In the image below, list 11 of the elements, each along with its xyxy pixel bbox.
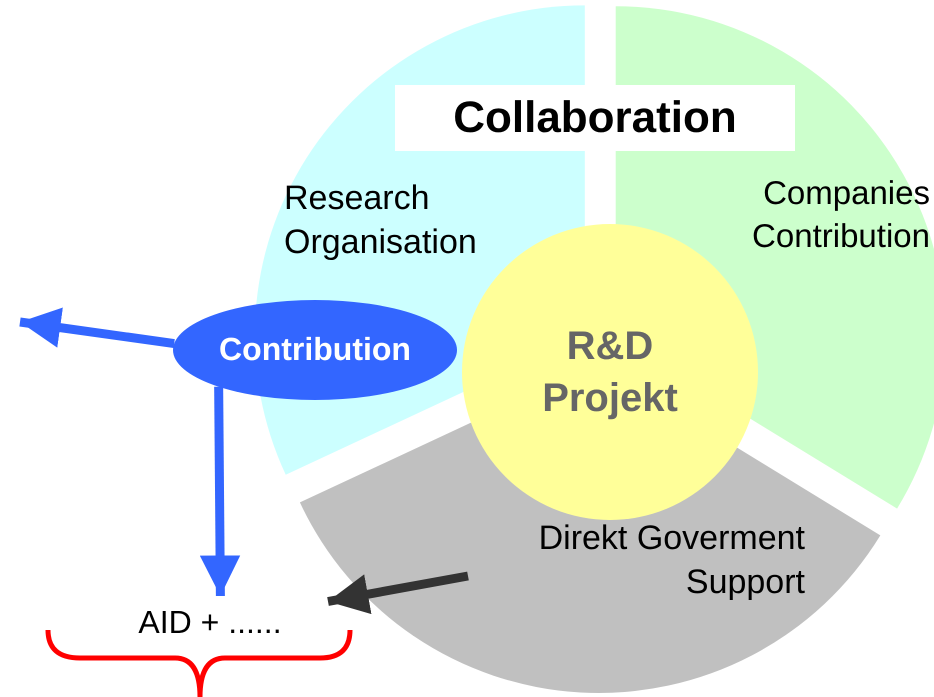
circle-label: R&D Projekt [541,323,679,422]
formula-text: AID + ...... [138,603,282,642]
sector-label: Research Organisation [284,178,478,264]
ellipse-label: Contribution [219,330,411,370]
title-box [395,85,795,151]
sector-label: Direkt Goverment Support [538,518,805,604]
arrow [327,572,469,614]
sector-label: Companies Contribution [751,173,930,256]
title-text: Collaboration [453,92,737,144]
arrow [200,386,240,596]
arrow [19,308,175,348]
